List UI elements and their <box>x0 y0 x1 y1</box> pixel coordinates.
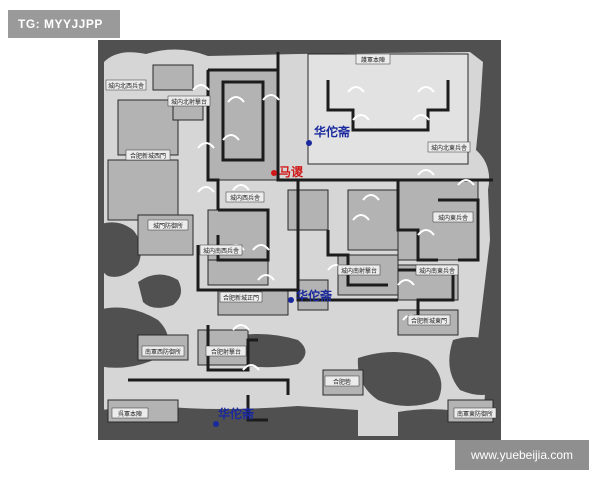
gate-arrow <box>227 96 245 103</box>
area-label-15: 合肥射撃台 <box>211 348 241 356</box>
gate-arrow <box>257 274 275 281</box>
marker-label: 华佗斋 <box>296 288 333 303</box>
marker-hua-tuo-1: 华佗斋 <box>306 124 351 146</box>
gate-arrow <box>242 364 260 371</box>
marker-dot <box>306 140 312 146</box>
area-label-16: 合肥砦 <box>333 378 351 386</box>
marker-label: 华佗斋 <box>218 406 255 421</box>
gate-arrow <box>362 194 380 201</box>
area-label-18: 南軍東防御所 <box>457 410 493 418</box>
map-markers: 华佗斋 马谡 华佗斋 华佗斋 <box>213 124 351 427</box>
area-label-7: 城門防御所 <box>153 222 183 230</box>
area-label-1: 城内北西兵舎 <box>108 82 144 90</box>
area-label-4: 城内北東兵舎 <box>431 144 467 152</box>
gate-arrow <box>352 214 370 221</box>
gate-arrow <box>192 84 210 91</box>
gate-arrow <box>457 179 475 186</box>
gate-arrow <box>262 94 280 101</box>
gate-arrow <box>417 86 435 93</box>
battle-map: 城内北西兵舎 城内北射撃台 護軍本陣 城内北東兵舎 合肥新城西門 城内西兵舎 城… <box>98 40 501 440</box>
gate-arrow <box>232 324 250 331</box>
gate-arrow <box>417 229 435 236</box>
marker-dot <box>288 297 294 303</box>
area-label-6: 城内西兵舎 <box>230 194 260 202</box>
marker-label: 马谡 <box>279 164 304 179</box>
area-label-8: 城内南西兵舎 <box>203 247 239 255</box>
area-label-3: 護軍本陣 <box>361 56 385 64</box>
area-label-17: 呉軍本陣 <box>118 410 142 418</box>
gate-arrow <box>252 244 270 251</box>
area-label-12: 合肥新城正門 <box>223 294 259 302</box>
gate-arrow <box>197 142 215 149</box>
gate-arrow <box>412 114 430 121</box>
area-label-10: 城内南射撃台 <box>341 267 377 275</box>
marker-dot <box>213 421 219 427</box>
gate-arrow <box>232 184 250 191</box>
area-labels: 城内北西兵舎 城内北射撃台 護軍本陣 城内北東兵舎 合肥新城西門 城内西兵舎 城… <box>105 53 497 419</box>
area-label-2: 城内北射撃台 <box>171 98 207 106</box>
marker-ma-su: 马谡 <box>271 164 304 179</box>
area-label-13: 合肥新城東門 <box>411 317 447 325</box>
area-label-11: 城内南東兵舎 <box>419 267 455 275</box>
gate-arrow <box>222 134 240 141</box>
area-label-14: 南軍西防御所 <box>145 348 181 356</box>
marker-label: 华佗斋 <box>314 124 351 139</box>
marker-hua-tuo-3: 华佗斋 <box>213 406 255 427</box>
area-label-9: 城内東兵舎 <box>438 214 468 222</box>
gate-arrow <box>397 279 415 286</box>
top-left-watermark: TG: MYYJJPP <box>8 10 120 38</box>
area-label-5: 合肥新城西門 <box>130 152 166 160</box>
gate-arrow <box>197 186 215 193</box>
gate-arrow <box>347 86 365 93</box>
bottom-right-watermark: www.yuebeijia.com <box>455 440 589 470</box>
gate-arrow <box>352 114 370 121</box>
gate-arrow <box>417 169 435 176</box>
marker-hua-tuo-2: 华佗斋 <box>288 288 333 303</box>
marker-dot <box>271 170 277 176</box>
